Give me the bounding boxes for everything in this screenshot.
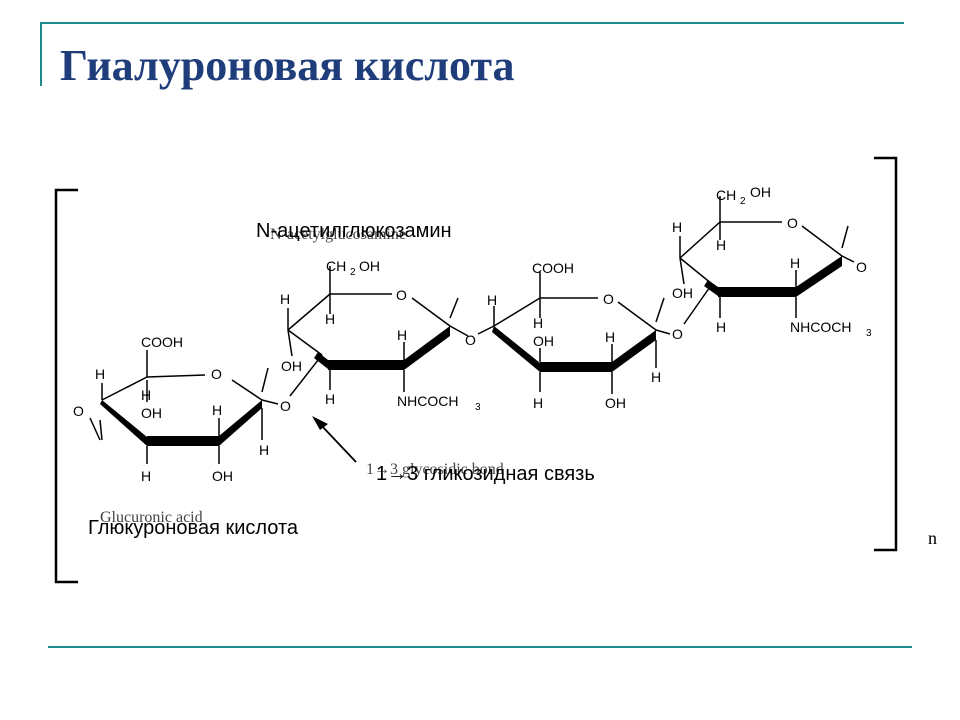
- atom-h: H: [212, 402, 222, 418]
- atom-oh: OH: [359, 258, 380, 274]
- atom-ch2: CH: [326, 258, 346, 274]
- atom-o-ring: O: [603, 291, 614, 307]
- atom-oh: OH: [672, 285, 693, 301]
- atom-o-glycosidic: O: [465, 332, 476, 348]
- ring-glucuronic-acid-1: COOH O H O H OH H H OH H: [73, 334, 279, 484]
- atom-subscript-3: 3: [475, 402, 481, 413]
- repeat-count: n: [928, 528, 937, 548]
- slide-title: Гиалуроновая кислота: [60, 41, 515, 90]
- atom-h: H: [790, 255, 800, 271]
- ring-glucuronic-acid-2: COOH O H H OH H H OH H: [487, 260, 671, 411]
- atom-h: H: [141, 387, 151, 403]
- bottom-rule: [48, 646, 912, 648]
- atom-oh: OH: [750, 184, 771, 200]
- ring-n-acetylglucosamine-2: CH 2 OH O H H OH H H NHCOCH 3 O: [672, 184, 872, 339]
- atom-h: H: [259, 442, 269, 458]
- bond-arrow: [319, 423, 357, 463]
- atom-subscript-2: 2: [350, 267, 356, 278]
- atom-h: H: [716, 319, 726, 335]
- atom-h: H: [605, 329, 615, 345]
- atom-o-glycosidic: O: [672, 326, 683, 342]
- atom-subscript-3: 3: [866, 328, 872, 339]
- atom-o-ring: O: [211, 366, 222, 382]
- label-nag-ru: N-ацетилглюкозамин: [256, 220, 452, 242]
- atom-h: H: [716, 237, 726, 253]
- atom-h: H: [487, 292, 497, 308]
- atom-o-terminal: O: [856, 259, 867, 275]
- atom-h: H: [325, 391, 335, 407]
- atom-h: H: [672, 219, 682, 235]
- atom-h: H: [141, 468, 151, 484]
- atom-oh: OH: [533, 333, 554, 349]
- atom-h: H: [533, 395, 543, 411]
- label-glca-ru: Глюкуроновая кислота: [88, 517, 299, 539]
- bond-arrow-head: [312, 416, 328, 430]
- top-rule: [40, 22, 904, 24]
- atom-cooh: COOH: [141, 334, 183, 350]
- atom-h: H: [280, 291, 290, 307]
- atom-h: H: [95, 366, 105, 382]
- atom-subscript-2: 2: [740, 196, 746, 207]
- label-bond-ru: 1→3 гликозидная связь: [376, 463, 595, 485]
- atom-h: H: [533, 315, 543, 331]
- atom-nhcoch: NHCOCH: [397, 393, 458, 409]
- atom-o-link: O: [73, 403, 84, 419]
- atom-o-glycosidic: O: [280, 398, 291, 414]
- atom-o-ring: O: [396, 287, 407, 303]
- right-bracket: [874, 156, 898, 552]
- atom-o-ring: O: [787, 215, 798, 231]
- atom-oh: OH: [605, 395, 626, 411]
- atom-h: H: [325, 311, 335, 327]
- left-rule: [40, 22, 42, 86]
- atom-nhcoch: NHCOCH: [790, 319, 851, 335]
- atom-oh: OH: [212, 468, 233, 484]
- label-nag-en: N-acetylglucosamine: [270, 226, 406, 243]
- atom-ch2: CH: [716, 187, 736, 203]
- left-bracket: [54, 188, 78, 584]
- atom-h: H: [651, 369, 661, 385]
- label-glca-en: Glucuronic acid: [100, 509, 203, 526]
- ring-n-acetylglucosamine-1: CH 2 OH O H H OH H H NHCOCH 3: [280, 258, 481, 413]
- atom-oh: OH: [281, 358, 302, 374]
- atom-cooh: COOH: [532, 260, 574, 276]
- label-bond-en: 1→3 glycosidic bond: [366, 461, 504, 478]
- atom-h: H: [397, 327, 407, 343]
- atom-oh: OH: [141, 405, 162, 421]
